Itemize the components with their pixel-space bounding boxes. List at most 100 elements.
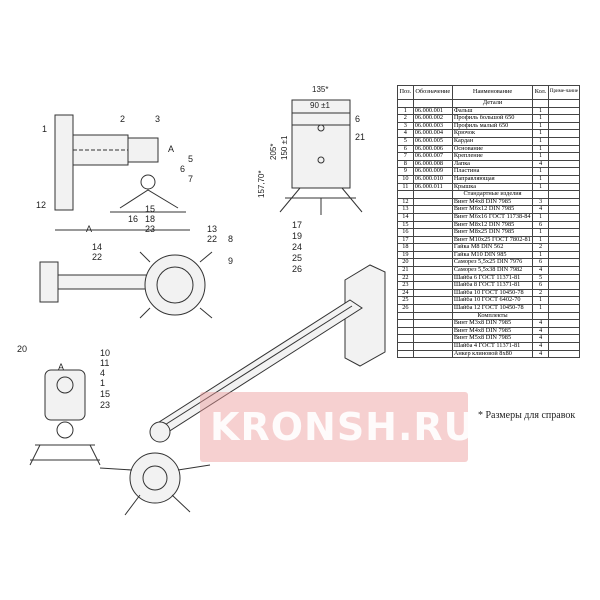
cell: 1 xyxy=(532,114,549,123)
callout: 6 xyxy=(355,114,360,124)
cell xyxy=(397,334,414,343)
cell: 06.000.008 xyxy=(412,159,453,169)
cell xyxy=(412,304,453,313)
cell: Шайба 8 ГОСТ 11371-81 xyxy=(451,281,534,290)
section-title: Детали xyxy=(451,99,534,108)
cell: Пластина xyxy=(451,167,534,176)
col-pos: Поз. xyxy=(397,85,414,100)
cell: Гайка M8 DIN 562 xyxy=(451,243,534,252)
callout: 10 xyxy=(100,348,110,358)
cell: 1 xyxy=(532,174,549,184)
top-view xyxy=(39,251,213,319)
cell: 4 xyxy=(532,349,549,359)
side-view xyxy=(54,114,190,231)
cell: 2 xyxy=(397,114,414,123)
cell: 06.000.001 xyxy=(412,106,453,116)
view-label: A xyxy=(86,224,92,234)
cell: 4 xyxy=(532,319,549,328)
col-note: Приме-чание xyxy=(547,85,581,100)
callout: 6 xyxy=(180,164,185,174)
cell: Саморез 5,5x38 DIN 7982 xyxy=(451,266,534,275)
dimension: 90 ±1 xyxy=(310,101,331,110)
cell: 1 xyxy=(532,212,549,222)
watermark-bg xyxy=(200,392,468,462)
cell xyxy=(397,326,414,336)
cell xyxy=(412,205,453,214)
cell: 5 xyxy=(397,136,414,146)
cell: Профиль большой 650 xyxy=(451,114,534,123)
callout: 3 xyxy=(155,114,160,124)
dimension: 205* xyxy=(269,144,278,160)
callout: A xyxy=(168,144,174,154)
cell: Основание xyxy=(451,144,534,154)
cell xyxy=(412,228,453,237)
callout: 19 xyxy=(292,231,302,241)
cell xyxy=(412,342,453,351)
callout: 8 xyxy=(228,234,233,244)
cell: Винт M4x8 DIN 7985 xyxy=(451,197,534,207)
callout: 4 xyxy=(100,368,105,378)
cell: 19 xyxy=(397,250,414,260)
callout: 22 xyxy=(207,234,217,244)
callout: 23 xyxy=(145,224,155,234)
cell: 06.000.003 xyxy=(412,121,453,131)
cell: 26 xyxy=(397,304,414,313)
cell: Шайба 10 ГОСТ 6402-70 xyxy=(451,296,534,306)
cell: 1 xyxy=(532,304,549,313)
cell: 6 xyxy=(532,258,549,268)
view-label: A xyxy=(58,362,64,372)
callout: 21 xyxy=(355,132,365,142)
view-a xyxy=(29,369,101,466)
cell: 1 xyxy=(532,152,549,161)
cell: 8 xyxy=(397,159,414,169)
cell: 06.000.004 xyxy=(412,129,453,138)
cell: 1 xyxy=(532,296,549,306)
cell: 10 xyxy=(397,174,414,184)
cell xyxy=(412,250,453,260)
cell: 1 xyxy=(532,144,549,154)
cell: Крепление xyxy=(451,152,534,161)
dimension: 150 ±1 xyxy=(280,135,289,160)
cell: 17 xyxy=(397,235,414,245)
col-name: Наименование xyxy=(451,85,534,100)
cell: 06.000.007 xyxy=(412,152,453,161)
cell xyxy=(412,197,453,207)
cell: 6 xyxy=(532,281,549,290)
callout: 15 xyxy=(100,389,110,399)
cell: Винт M4x8 DIN 7985 xyxy=(451,326,534,336)
cell: 18 xyxy=(397,243,414,252)
cell: Шайба 12 ГОСТ 10450-78 xyxy=(451,304,534,313)
cell: 12 xyxy=(397,197,414,207)
cell: Винт M5x8 DIN 7985 xyxy=(451,334,534,343)
col-qty: Кол. xyxy=(532,85,549,100)
cell: 13 xyxy=(397,205,414,214)
cell: 25 xyxy=(397,296,414,306)
cell: 4 xyxy=(532,342,549,351)
cell: 16 xyxy=(397,228,414,237)
cell: 1 xyxy=(532,129,549,138)
cell: Винт M3x8 DIN 7985 xyxy=(451,319,534,328)
cell: 06.000.002 xyxy=(412,114,453,123)
cell xyxy=(412,349,453,359)
section-row: Детали xyxy=(397,99,581,108)
cell: 4 xyxy=(532,326,549,336)
cell: Винт M6x16 ГОСТ 11738-84 xyxy=(451,212,534,222)
cell xyxy=(397,349,414,359)
cell: Направляющая xyxy=(451,174,534,184)
cell: 1 xyxy=(532,182,549,192)
cell: 1 xyxy=(397,106,414,116)
section-row: Стандартные изделия xyxy=(397,190,581,199)
